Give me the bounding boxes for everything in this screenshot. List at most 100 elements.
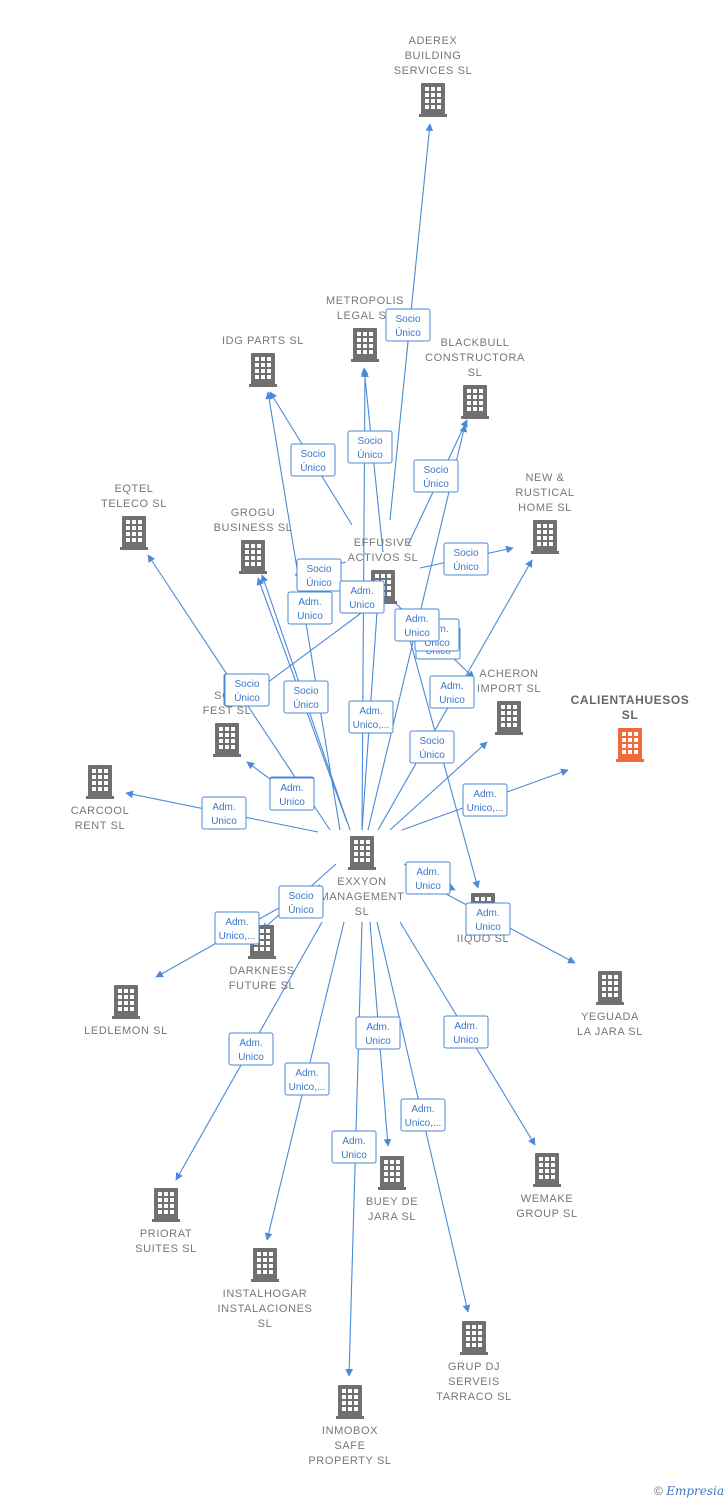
- edge-label-text: Adm.: [411, 1104, 434, 1115]
- node-label: INSTALHOGAR: [223, 1288, 308, 1300]
- edge-label[interactable]: Adm.Unico: [443, 1015, 489, 1049]
- edge-label-text: Unico,...: [467, 803, 504, 814]
- node-label: SUITES SL: [135, 1243, 197, 1255]
- node-idg[interactable]: IDG PARTS SL: [222, 335, 304, 387]
- edge-label-text: Adm.: [440, 681, 463, 692]
- node-label: SERVEIS: [448, 1376, 500, 1388]
- building-icon: [120, 516, 148, 550]
- edge-label-text: Socio: [419, 736, 444, 747]
- edge-label[interactable]: Adm.Unico: [355, 1016, 401, 1050]
- edge-label-text: Socio: [357, 436, 382, 447]
- node-label: TARRACO SL: [436, 1391, 511, 1403]
- edge-label-text: Unico: [404, 628, 430, 639]
- brand-logo[interactable]: Empresia: [666, 1484, 724, 1498]
- edge-label[interactable]: Adm.Unico,...: [462, 783, 508, 817]
- edge-label-text: Socio: [288, 891, 313, 902]
- edge-label[interactable]: Adm. Unico,...: [214, 911, 260, 945]
- building-icon: [460, 1321, 488, 1355]
- edge-label[interactable]: Adm.Unico: [405, 861, 451, 895]
- edge-label-text: Unico: [424, 638, 450, 649]
- edge-label[interactable]: Adm.Unico: [339, 580, 385, 614]
- edge-label-text: Adm.: [416, 867, 439, 878]
- node-label: EFFUSIVE: [354, 537, 413, 549]
- edge-label-text: Socio: [395, 314, 420, 325]
- edge-label-text: Adm.: [280, 783, 303, 794]
- edge-label-text: Único: [234, 691, 260, 704]
- node-label: SL: [258, 1318, 273, 1330]
- node-label: IMPORT SL: [477, 683, 541, 695]
- edge-label[interactable]: Adm.Unico,...: [284, 1062, 330, 1096]
- edge-label[interactable]: Adm.Unico: [269, 777, 315, 811]
- edge-label[interactable]: Adm. Unico: [394, 608, 440, 642]
- edge-label-text: Adm.: [225, 917, 248, 928]
- edge-label[interactable]: Adm.Unico,...: [400, 1098, 446, 1132]
- edge-label-text: Adm.: [405, 614, 428, 625]
- edge-label[interactable]: Adm.Unico: [287, 591, 333, 625]
- building-icon: [213, 723, 241, 757]
- edge-label[interactable]: Adm.Unico: [331, 1130, 377, 1164]
- edge-label[interactable]: Adm.Unico: [465, 902, 511, 936]
- edge-label[interactable]: Adm.Unico: [429, 675, 475, 709]
- building-icon: [152, 1188, 180, 1222]
- node-label: RUSTICAL: [515, 487, 574, 499]
- node-grupdj[interactable]: GRUP DJ SERVEIS TARRACO SL: [436, 1321, 511, 1403]
- node-label: WEMAKE: [521, 1193, 574, 1205]
- building-icon: [112, 985, 140, 1019]
- node-label: IIQUO SL: [457, 933, 509, 945]
- node-label: GRUP DJ: [448, 1361, 500, 1373]
- edge-label[interactable]: Adm.Unico: [228, 1032, 274, 1066]
- building-icon: [461, 385, 489, 419]
- node-label: JARA SL: [368, 1211, 416, 1223]
- edge-label-text: Unico,...: [219, 931, 256, 942]
- node-label: EXXYON: [337, 876, 386, 888]
- node-label: YEGUADA: [581, 1011, 639, 1023]
- node-label: SL: [622, 708, 639, 722]
- node-iiquo[interactable]: IIQUO SL: [457, 893, 509, 945]
- edge-label-text: Único: [288, 903, 314, 916]
- edge-label-text: Adm.: [295, 1068, 318, 1079]
- building-icon: [531, 520, 559, 554]
- edge-label-text: Único: [293, 698, 319, 711]
- node-ledlemon[interactable]: LEDLEMON SL: [84, 985, 168, 1037]
- building-icon: [336, 1385, 364, 1419]
- node-label: INMOBOX: [322, 1425, 378, 1437]
- edge-label[interactable]: Adm.Unico: [201, 796, 247, 830]
- node-label: IDG PARTS SL: [222, 335, 304, 347]
- edge-label-text: Socio: [423, 465, 448, 476]
- node-label: BUILDING: [405, 50, 462, 62]
- node-label: LEDLEMON SL: [84, 1025, 168, 1037]
- edge-label[interactable]: Adm.Unico,...: [348, 700, 394, 734]
- edge-label-text: Unico: [475, 922, 501, 933]
- edge-label-text: Único: [395, 326, 421, 339]
- node-label: SERVICES SL: [394, 65, 473, 77]
